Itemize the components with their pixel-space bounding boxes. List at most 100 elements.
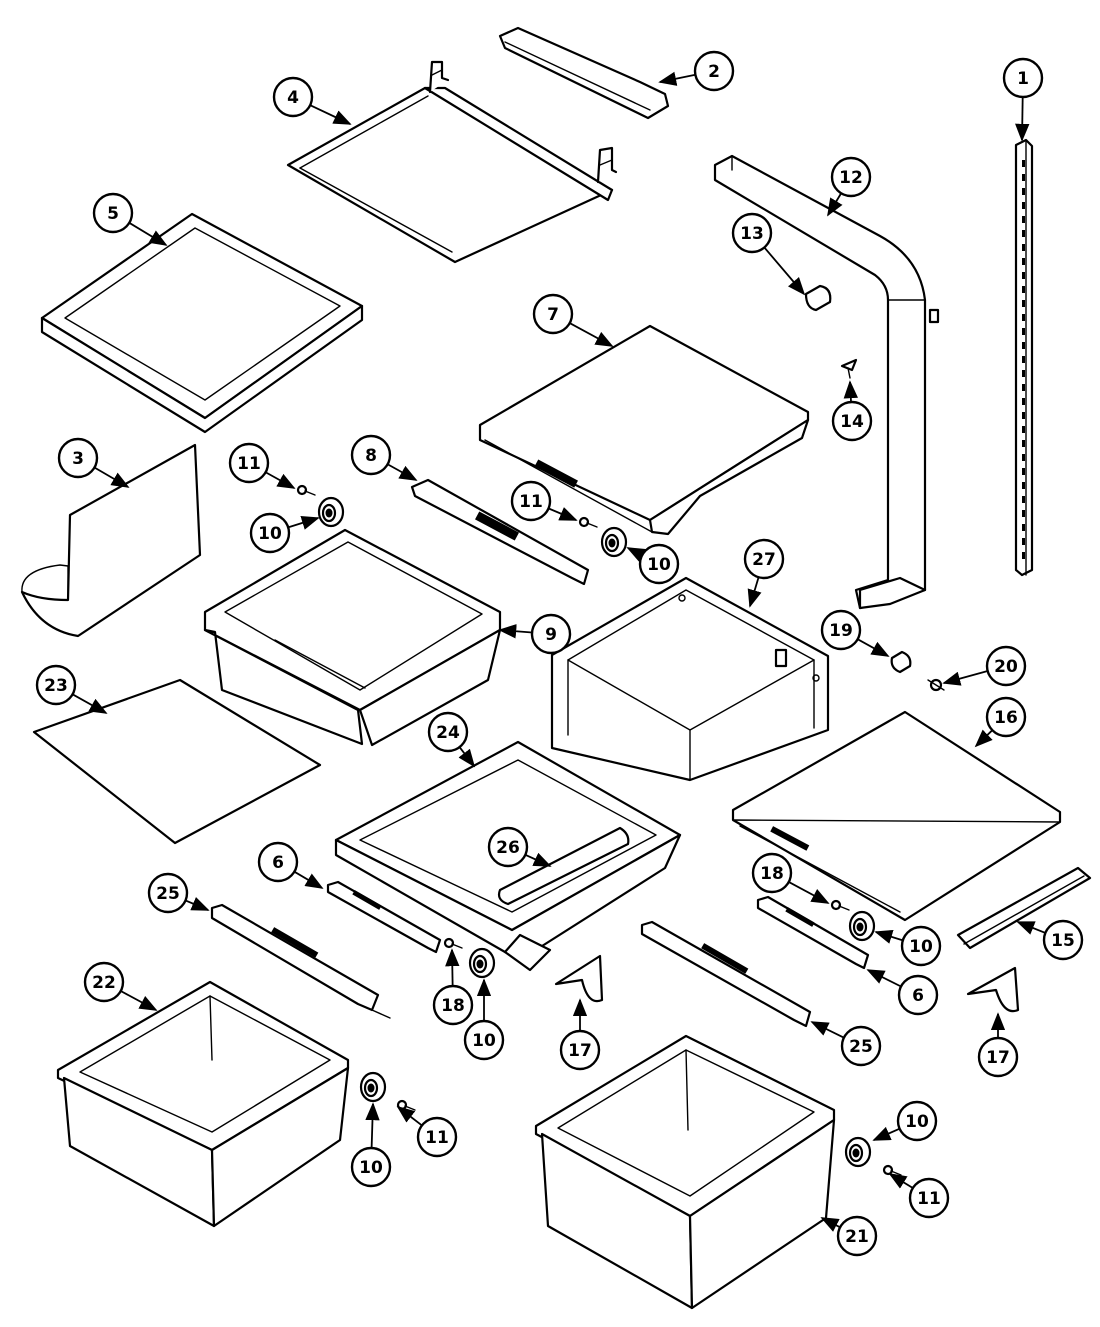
part-cap bbox=[804, 284, 832, 312]
leader-arrow bbox=[857, 638, 890, 657]
leader-arrow bbox=[810, 1021, 845, 1039]
callout-number: 25 bbox=[156, 884, 180, 904]
callout-circle bbox=[820, 609, 862, 651]
callout-11b: 11 bbox=[510, 480, 552, 522]
callout-circle bbox=[638, 543, 680, 585]
callout-6b: 6 bbox=[897, 974, 939, 1016]
part-top-trim bbox=[498, 26, 670, 120]
part-slide-rail-25-right bbox=[640, 920, 812, 1028]
callout-24: 24 bbox=[427, 711, 469, 753]
callout-10d: 10 bbox=[900, 925, 942, 967]
rail-slot bbox=[1022, 286, 1025, 293]
leader-arrow bbox=[309, 104, 352, 125]
callout-number: 3 bbox=[72, 449, 84, 469]
callout-26: 26 bbox=[487, 826, 529, 868]
leader-arrow bbox=[1015, 96, 1030, 142]
callout-number: 11 bbox=[519, 492, 543, 512]
part-roll-bar bbox=[497, 826, 630, 906]
callout-circle bbox=[257, 841, 299, 883]
callout-circle bbox=[897, 974, 939, 1016]
part-front-trim-rail bbox=[410, 478, 590, 586]
callout-circle bbox=[272, 76, 314, 118]
callout-number: 17 bbox=[568, 1041, 592, 1061]
callout-circle bbox=[350, 1146, 392, 1188]
callout-circle bbox=[900, 925, 942, 967]
part-meat-drawer-cover bbox=[478, 324, 810, 536]
rail-slot bbox=[1022, 482, 1025, 489]
callout-number: 24 bbox=[436, 723, 460, 743]
rail-slot bbox=[1022, 552, 1025, 559]
callout-5: 5 bbox=[92, 192, 134, 234]
callout-circle bbox=[487, 826, 529, 868]
callout-number: 6 bbox=[912, 986, 924, 1006]
callout-number: 15 bbox=[1051, 931, 1075, 951]
part-cover-shelf bbox=[731, 710, 1062, 922]
callout-circle bbox=[57, 437, 99, 479]
callout-circle bbox=[350, 434, 392, 476]
callout-11a: 11 bbox=[228, 442, 270, 484]
rail-slot bbox=[1022, 398, 1025, 405]
callout-13: 13 bbox=[731, 212, 773, 254]
screw bbox=[830, 899, 850, 911]
callout-4: 4 bbox=[272, 76, 314, 118]
rail-slot bbox=[1022, 174, 1025, 181]
callout-circle bbox=[35, 664, 77, 706]
part-trim-strip bbox=[956, 866, 1092, 950]
callout-17a: 17 bbox=[559, 1029, 601, 1071]
callout-number: 22 bbox=[92, 973, 116, 993]
callout-circle bbox=[147, 872, 189, 914]
rail-slot bbox=[1022, 244, 1025, 251]
leader-arrow bbox=[185, 897, 210, 911]
rail-slot bbox=[1022, 160, 1025, 167]
callout-number: 10 bbox=[359, 1158, 383, 1178]
part-push-pin bbox=[840, 358, 858, 379]
leader-arrow bbox=[872, 1126, 900, 1141]
leader-arrow bbox=[120, 990, 158, 1011]
callout-number: 5 bbox=[107, 204, 119, 224]
rail-slot bbox=[1022, 230, 1025, 237]
callout-number: 21 bbox=[845, 1227, 869, 1247]
rail-slot bbox=[1022, 524, 1025, 531]
part-bin-left bbox=[56, 980, 350, 1228]
rail-slot bbox=[1022, 384, 1025, 391]
callout-20: 20 bbox=[985, 645, 1027, 687]
leader-arrow bbox=[569, 322, 614, 347]
leader-arrow bbox=[747, 576, 762, 608]
callout-21: 21 bbox=[836, 1215, 878, 1257]
part-drawer-frame bbox=[550, 576, 830, 782]
screw bbox=[882, 1164, 902, 1176]
part-side-panel bbox=[713, 154, 940, 610]
callout-17b: 17 bbox=[977, 1036, 1019, 1078]
callout-15: 15 bbox=[1042, 919, 1084, 961]
callout-circle bbox=[249, 512, 291, 554]
callout-circle bbox=[559, 1029, 601, 1071]
rail-slot bbox=[1022, 272, 1025, 279]
callout-number: 10 bbox=[472, 1031, 496, 1051]
callout-circle bbox=[510, 480, 552, 522]
callout-circle bbox=[985, 645, 1027, 687]
rail-slot bbox=[1022, 188, 1025, 195]
callout-number: 14 bbox=[840, 412, 864, 432]
roller bbox=[359, 1071, 387, 1103]
callout-number: 10 bbox=[909, 937, 933, 957]
callout-9: 9 bbox=[530, 613, 572, 655]
callout-circle bbox=[977, 1036, 1019, 1078]
callout-number: 8 bbox=[365, 446, 377, 466]
part-hinge-bushing bbox=[890, 650, 912, 674]
leader-arrow bbox=[458, 746, 476, 768]
callout-number: 9 bbox=[545, 625, 557, 645]
callout-circle bbox=[896, 1100, 938, 1142]
callout-number: 7 bbox=[547, 305, 559, 325]
rail-slot bbox=[1022, 356, 1025, 363]
leader-arrow bbox=[866, 969, 902, 988]
part-crisper-drawer bbox=[203, 528, 502, 747]
callout-6a: 6 bbox=[257, 841, 299, 883]
callout-number: 12 bbox=[839, 168, 863, 188]
callout-circle bbox=[228, 442, 270, 484]
callout-number: 10 bbox=[647, 555, 671, 575]
callout-3: 3 bbox=[57, 437, 99, 479]
callout-circle bbox=[92, 192, 134, 234]
callout-14: 14 bbox=[831, 400, 873, 442]
callout-circle bbox=[416, 1116, 458, 1158]
